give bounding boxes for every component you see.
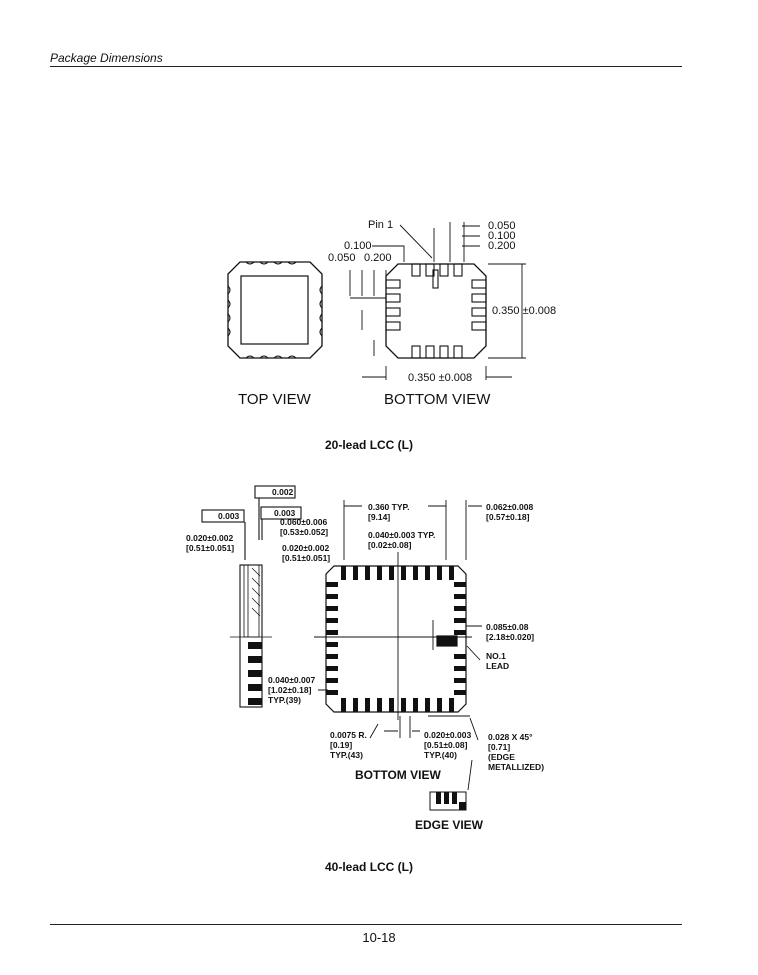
flatness-2: 0.003 (274, 508, 296, 518)
top-view-caption: TOP VIEW (238, 391, 311, 408)
lcc40-bottom-view (314, 500, 482, 791)
lid-thickness: 0.060±0.006[0.53±0.052] (280, 517, 329, 537)
dim-050: 0.050 (488, 220, 516, 232)
dim-100: 0.100 (488, 230, 516, 242)
flatness-1: 0.002 (272, 487, 294, 497)
dim-left-050: 0.050 (328, 252, 356, 264)
typ-040-003-dim: 0.040±0.003 TYP.[0.02±0.08] (368, 530, 436, 550)
bottom-view-40-caption: BOTTOM VIEW (355, 768, 441, 782)
footer-rule (50, 924, 682, 925)
dim-200: 0.200 (488, 240, 516, 252)
header-rule (50, 66, 682, 67)
lcc20-bottom-view (349, 222, 526, 380)
side-right-dim: 0.020±0.002[0.51±0.051] (282, 543, 331, 563)
pin1-label: Pin 1 (368, 219, 394, 231)
lcc40-side-view (201, 485, 302, 708)
lcc20-title: 20-lead LCC (L) (325, 438, 414, 452)
dim-0075: 0.0075 R.[0.19]TYP.(43) (330, 730, 367, 760)
typ-360-dim: 0.360 TYP.[9.14] (368, 502, 410, 522)
width-dim: 0.350 ±0.008 (408, 372, 473, 384)
dim-020-003: 0.020±0.003[0.51±0.08]TYP.(40) (424, 730, 472, 760)
page-number: 10-18 (362, 930, 396, 945)
lcc40-edge-view (429, 791, 467, 811)
edge-view-caption: EDGE VIEW (415, 818, 484, 832)
dim-040-007: 0.040±0.007[1.02±0.18]TYP.(39) (268, 675, 316, 705)
dim-062: 0.062±0.008[0.57±0.18] (486, 502, 534, 522)
side-left-dim: 0.020±0.002[0.51±0.051] (186, 533, 235, 553)
bottom-view-caption: BOTTOM VIEW (384, 391, 491, 408)
page-header: Package Dimensions (50, 51, 163, 65)
dim-085: 0.085±0.08[2.18±0.020] (486, 622, 535, 642)
height-dim: 0.350 ±0.008 (492, 305, 557, 317)
dim-left-200: 0.200 (364, 252, 392, 264)
lcc20-top-view (227, 261, 323, 359)
flatness-3: 0.003 (218, 511, 240, 521)
lcc40-title: 40-lead LCC (L) (325, 860, 414, 874)
dim-left-100: 0.100 (344, 240, 372, 252)
